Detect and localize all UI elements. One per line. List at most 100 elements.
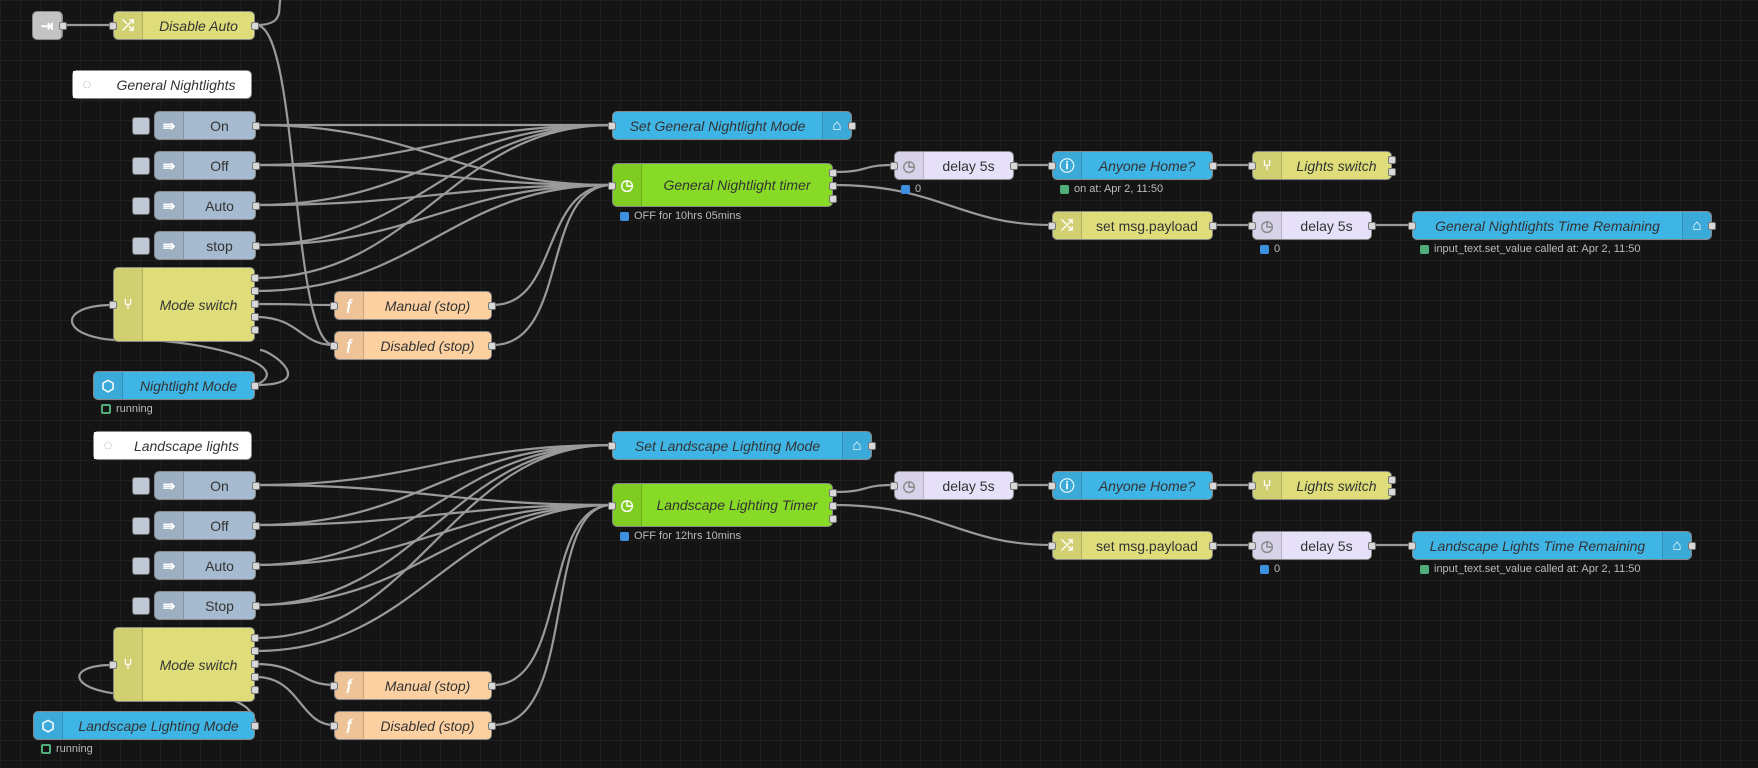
output-port[interactable] — [252, 522, 260, 530]
input-port[interactable] — [608, 122, 616, 130]
inject-trigger-button[interactable] — [132, 236, 150, 255]
output-port[interactable] — [488, 682, 496, 690]
inject-trigger-button[interactable] — [132, 196, 150, 215]
input-port[interactable] — [1248, 542, 1256, 550]
output-port[interactable] — [1388, 168, 1396, 176]
inject-node-landscape-stop[interactable]: ⇛ Stop — [154, 591, 260, 620]
input-port[interactable] — [1048, 162, 1056, 170]
output-port[interactable] — [868, 442, 876, 450]
function-node-disabled-stop[interactable]: ƒ Disabled (stop) — [330, 331, 496, 360]
input-port[interactable] — [608, 502, 616, 510]
input-port[interactable] — [608, 182, 616, 190]
output-port[interactable] — [488, 722, 496, 730]
output-port[interactable] — [251, 673, 259, 681]
change-node-set-payload[interactable]: ⤮ set msg.payload — [1048, 211, 1217, 240]
inject-trigger-button[interactable] — [132, 116, 150, 135]
output-port[interactable] — [251, 686, 259, 694]
inject-trigger-button[interactable] — [132, 516, 150, 535]
output-port[interactable] — [252, 482, 260, 490]
output-port[interactable] — [252, 562, 260, 570]
inject-node-on[interactable]: ⇛ On — [154, 111, 260, 140]
delay-node-landscape-2[interactable]: ◷ delay 5s — [1248, 531, 1376, 560]
input-port[interactable] — [1048, 222, 1056, 230]
function-node-landscape-disabled-stop[interactable]: ƒ Disabled (stop) — [330, 711, 496, 740]
output-port[interactable] — [829, 502, 837, 510]
inject-node-auto[interactable]: ⇛ Auto — [154, 191, 260, 220]
ha-call-service-time-remaining[interactable]: General Nightlights Time Remaining ⌂ — [1408, 211, 1716, 240]
output-port[interactable] — [252, 602, 260, 610]
ha-current-state-landscape-anyone-home[interactable]: ⓘ Anyone Home? — [1048, 471, 1217, 500]
ha-input-landscape-lighting-mode[interactable]: ⬡ Landscape Lighting Mode — [33, 711, 259, 740]
output-port[interactable] — [251, 634, 259, 642]
output-port[interactable] — [1368, 222, 1376, 230]
input-port[interactable] — [330, 302, 338, 310]
ha-call-service-set-landscape-lighting-mode[interactable]: Set Landscape Lighting Mode ⌂ — [608, 431, 876, 460]
timer-node-general-nightlight[interactable]: ◷ General Nightlight timer — [608, 163, 837, 207]
output-port[interactable] — [252, 122, 260, 130]
output-port[interactable] — [1388, 156, 1396, 164]
output-port[interactable] — [252, 162, 260, 170]
output-port[interactable] — [829, 195, 837, 203]
ha-call-service-landscape-time-remaining[interactable]: Landscape Lights Time Remaining ⌂ — [1408, 531, 1696, 560]
output-port[interactable] — [848, 122, 856, 130]
output-port[interactable] — [1388, 476, 1396, 484]
output-port[interactable] — [829, 515, 837, 523]
output-port[interactable] — [829, 182, 837, 190]
link-in-node[interactable]: ⇥ — [32, 11, 67, 40]
delay-node-landscape-1[interactable]: ◷ delay 5s — [890, 471, 1018, 500]
output-port[interactable] — [251, 326, 259, 334]
ha-current-state-anyone-home[interactable]: ⓘ Anyone Home? — [1048, 151, 1217, 180]
output-port[interactable] — [1708, 222, 1716, 230]
output-port[interactable] — [251, 287, 259, 295]
input-port[interactable] — [109, 661, 117, 669]
input-port[interactable] — [1248, 482, 1256, 490]
output-port[interactable] — [1209, 222, 1217, 230]
input-port[interactable] — [109, 301, 117, 309]
output-port[interactable] — [488, 342, 496, 350]
switch-node-landscape-lights[interactable]: ⑂ Lights switch — [1248, 471, 1396, 500]
switch-node-landscape-mode[interactable]: ⑂ Mode switch — [109, 627, 259, 702]
output-port[interactable] — [1010, 482, 1018, 490]
input-port[interactable] — [330, 342, 338, 350]
output-port[interactable] — [1209, 542, 1217, 550]
input-port[interactable] — [1048, 482, 1056, 490]
inject-trigger-button[interactable] — [132, 476, 150, 495]
ha-call-service-set-general-nightlight-mode[interactable]: Set General Nightlight Mode ⌂ — [608, 111, 856, 140]
output-port[interactable] — [251, 22, 259, 30]
inject-trigger-button[interactable] — [132, 556, 150, 575]
output-port[interactable] — [1209, 162, 1217, 170]
output-port[interactable] — [251, 300, 259, 308]
output-port[interactable] — [252, 202, 260, 210]
input-port[interactable] — [109, 22, 117, 30]
output-port[interactable] — [1688, 542, 1696, 550]
inject-trigger-button[interactable] — [132, 596, 150, 615]
function-node-landscape-manual-stop[interactable]: ƒ Manual (stop) — [330, 671, 496, 700]
output-port[interactable] — [252, 242, 260, 250]
output-port[interactable] — [59, 22, 67, 30]
output-port[interactable] — [829, 169, 837, 177]
delay-node-1[interactable]: ◷ delay 5s — [890, 151, 1018, 180]
input-port[interactable] — [1408, 222, 1416, 230]
inject-trigger-button[interactable] — [132, 156, 150, 175]
output-port[interactable] — [251, 722, 259, 730]
inject-node-landscape-auto[interactable]: ⇛ Auto — [154, 551, 260, 580]
output-port[interactable] — [1209, 482, 1217, 490]
comment-landscape-lights[interactable]: ◌ Landscape lights — [93, 431, 252, 460]
comment-general-nightlights[interactable]: ◌ General Nightlights — [72, 70, 252, 99]
timer-node-landscape-lighting[interactable]: ◷ Landscape Lighting Timer — [608, 483, 837, 527]
ha-input-nightlight-mode[interactable]: ⬡ Nightlight Mode — [93, 371, 259, 400]
input-port[interactable] — [890, 482, 898, 490]
change-node-disable-auto[interactable]: ⤮ Disable Auto — [109, 11, 259, 40]
output-port[interactable] — [251, 382, 259, 390]
inject-node-off[interactable]: ⇛ Off — [154, 151, 260, 180]
output-port[interactable] — [1368, 542, 1376, 550]
input-port[interactable] — [1048, 542, 1056, 550]
inject-node-landscape-off[interactable]: ⇛ Off — [154, 511, 260, 540]
switch-node-lights[interactable]: ⑂ Lights switch — [1248, 151, 1396, 180]
output-port[interactable] — [1010, 162, 1018, 170]
input-port[interactable] — [1248, 162, 1256, 170]
output-port[interactable] — [1388, 488, 1396, 496]
change-node-landscape-set-payload[interactable]: ⤮ set msg.payload — [1048, 531, 1217, 560]
output-port[interactable] — [251, 660, 259, 668]
input-port[interactable] — [330, 722, 338, 730]
